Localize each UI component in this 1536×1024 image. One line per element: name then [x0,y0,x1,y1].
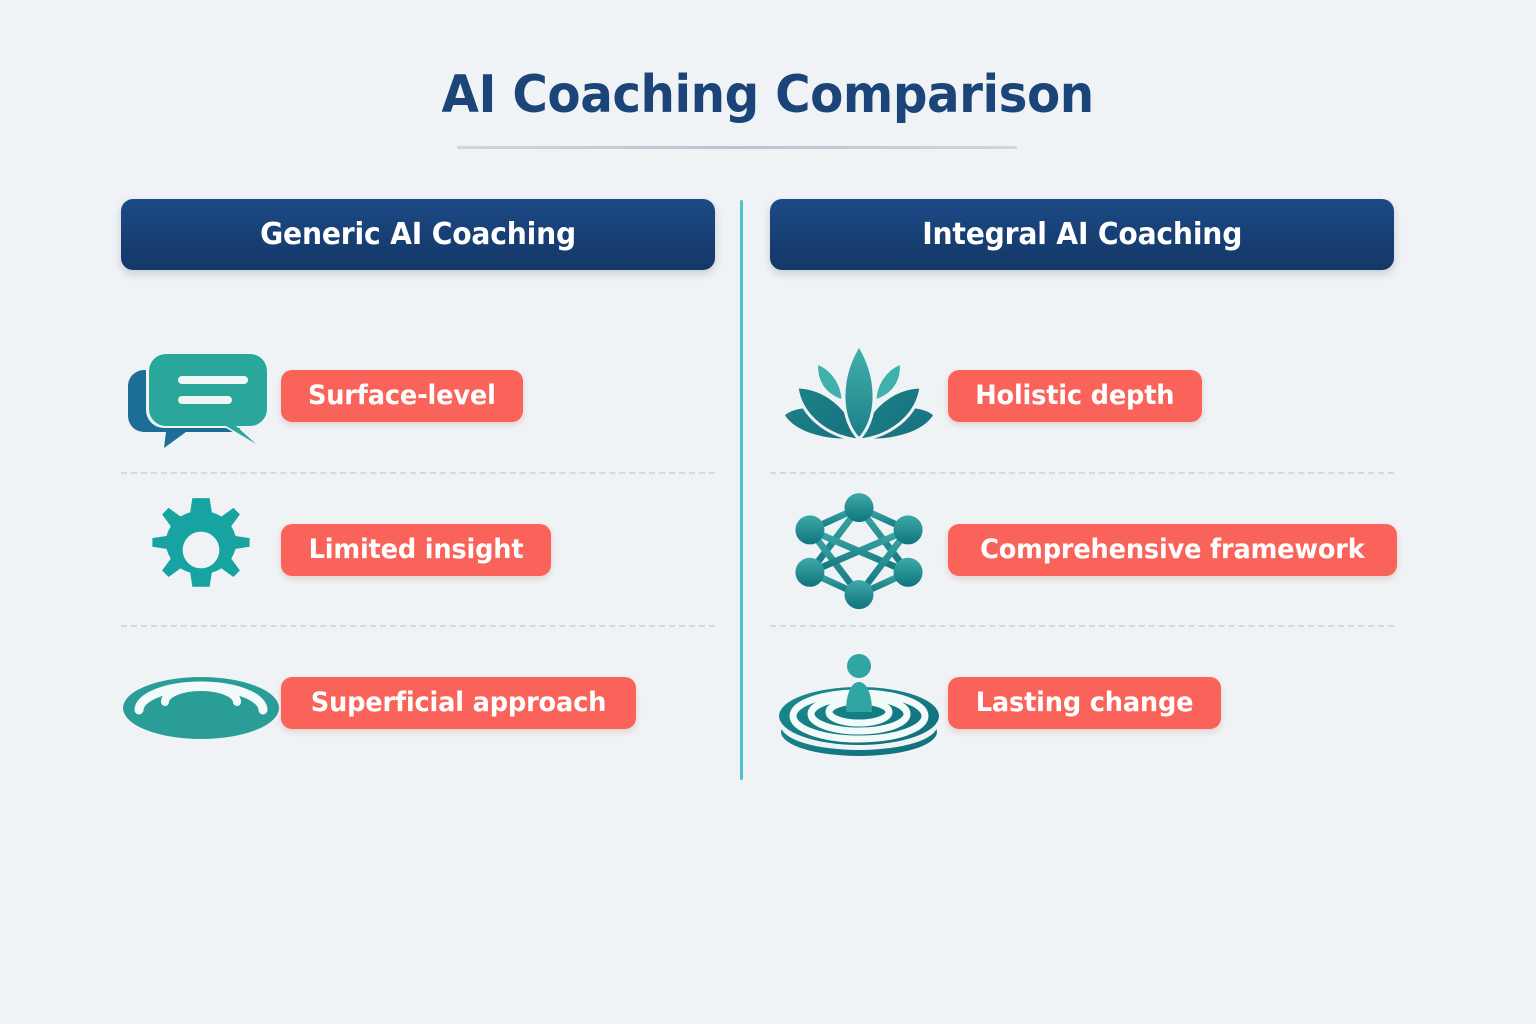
badge-superficial-approach[interactable]: Superficial approach [281,676,636,729]
badge-limited-insight[interactable]: Limited insight [281,523,552,576]
column-generic: Generic AI Coaching [121,199,715,739]
rows-integral: Holistic depth [770,319,1397,778]
table-row: Superficial approach [121,625,715,778]
column-header-integral[interactable]: Integral AI Coaching [770,199,1394,270]
badge-holistic-depth[interactable]: Holistic depth [948,369,1202,422]
badge-label: Surface-level [307,380,496,411]
rows-generic: Surface-level Limited insigh [121,319,715,778]
title-underline-rule [457,146,1017,149]
lotus-icon [770,341,948,451]
column-header-integral-label: Integral AI Coaching [922,217,1242,252]
column-header-generic-label: Generic AI Coaching [260,217,576,252]
chat-bubbles-icon [121,341,281,451]
network-nodes-icon [770,492,948,609]
badge-label: Superficial approach [310,687,607,718]
badge-label: Lasting change [975,687,1194,718]
flat-ripple-icon [121,648,281,758]
table-row: Comprehensive framework [770,472,1397,625]
water-ripple-droplet-icon [770,648,948,758]
badge-comprehensive-framework[interactable]: Comprehensive framework [948,523,1397,576]
gear-icon [121,495,281,605]
table-row: Holistic depth [770,319,1394,472]
badge-label: Limited insight [308,534,524,565]
badge-lasting-change[interactable]: Lasting change [948,676,1222,729]
column-header-generic[interactable]: Generic AI Coaching [121,199,715,270]
columns-container: Generic AI Coaching [0,199,1536,799]
badge-surface-level[interactable]: Surface-level [281,369,523,422]
table-row: Surface-level [121,319,715,472]
badge-label: Comprehensive framework [980,534,1365,565]
table-row: Lasting change [770,625,1394,778]
column-divider [740,200,743,780]
column-integral: Integral AI Coaching [770,199,1397,756]
table-row: Limited insight [121,472,715,625]
page-title-wrap: AI Coaching Comparison [0,68,1536,123]
badge-label: Holistic depth [975,380,1175,411]
page-title: AI Coaching Comparison [441,65,1095,125]
